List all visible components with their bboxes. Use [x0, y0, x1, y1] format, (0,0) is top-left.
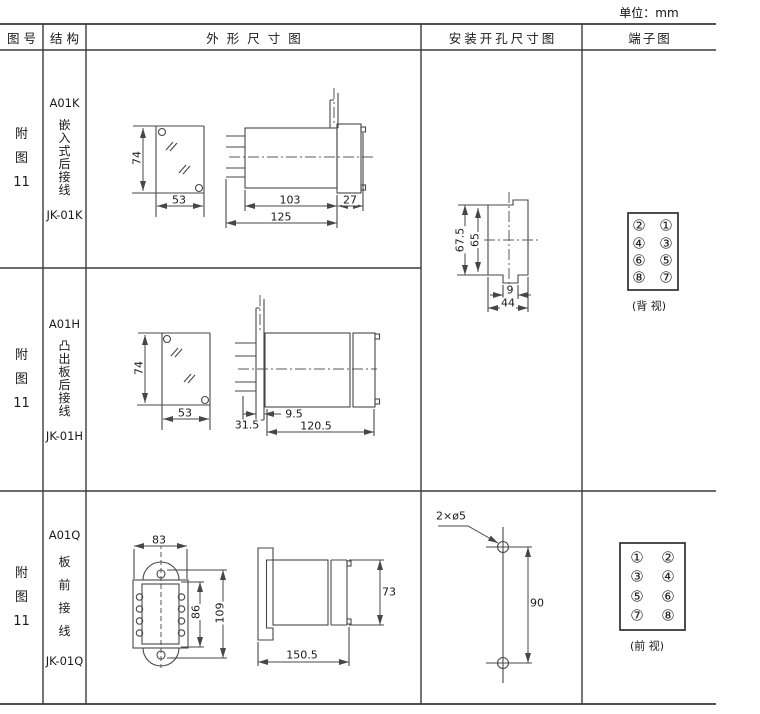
terminal-pin-8: ⑧	[632, 268, 646, 287]
dim-label-150-5: 150.5	[285, 648, 319, 662]
dim-label-53: 53	[171, 193, 187, 207]
structure-row3: A01Q 板前 接线 JK-01Q	[45, 527, 84, 668]
rear-view-label: (背 视)	[631, 299, 667, 313]
dim-label-31-5: 31.5	[233, 418, 261, 432]
dim-label-125: 125	[269, 210, 293, 224]
outline-drawing-a01q	[132, 536, 384, 668]
dim-label-109: 109	[213, 601, 227, 625]
structure-row1: A01K 嵌入 式后 接线 JK-01K	[46, 96, 83, 222]
header-structure: 结构	[49, 30, 83, 46]
terminal-pin-f3: ③	[630, 567, 644, 586]
dim-label-67-5: 67.5	[453, 226, 467, 254]
dim-label-44: 44	[500, 296, 516, 310]
terminal-diagram-front	[619, 542, 686, 631]
install-cutout-drawing	[457, 192, 541, 312]
dim-label-53-2: 53	[177, 406, 193, 420]
terminal-pin-f6: ⑥	[661, 587, 675, 606]
terminal-pin-6: ⑥	[632, 251, 646, 270]
header-fig-no: 图号	[6, 30, 40, 46]
terminal-pin-2: ②	[632, 216, 646, 235]
terminal-diagram-rear	[627, 212, 679, 291]
header-terminal: 端子图	[628, 30, 672, 46]
dim-label-103: 103	[278, 193, 302, 207]
screw-hole-icon	[200, 395, 210, 405]
structure-row2: A01H 凸出 板后 接线 JK-01H	[45, 316, 84, 443]
table-grid	[0, 23, 716, 705]
outline-drawing-a01k	[132, 88, 374, 228]
install-holes-drawing	[438, 525, 532, 683]
terminal-pin-7: ⑦	[659, 268, 673, 287]
outline-drawing-a01h	[137, 295, 381, 436]
dim-label-65: 65	[468, 232, 482, 248]
header-install-dims: 安装开孔尺寸图	[448, 30, 558, 46]
terminal-pin-f1: ①	[630, 548, 644, 567]
terminal-pin-3: ③	[659, 234, 673, 253]
terminal-pin-f4: ④	[661, 567, 675, 586]
hole-note-label: 2×ø5	[435, 509, 467, 523]
screw-hole-icon	[156, 569, 166, 579]
dim-label-73: 73	[381, 585, 397, 599]
terminal-pin-f5: ⑤	[630, 587, 644, 606]
screw-hole-icon	[157, 127, 167, 137]
terminal-pin-f7: ⑦	[630, 606, 644, 625]
dim-label-9-5: 9.5	[284, 407, 304, 421]
header-outline-dims: 外形尺寸图	[206, 30, 309, 46]
front-view-label: (前 视)	[629, 639, 665, 653]
dim-label-86: 86	[189, 604, 203, 620]
dim-label-120-5: 120.5	[299, 419, 333, 433]
terminal-pin-1: ①	[659, 216, 673, 235]
dim-label-83: 83	[151, 533, 167, 547]
dim-label-74: 74	[130, 150, 144, 166]
unit-label: 单位：mm	[619, 5, 679, 20]
screw-hole-icon	[194, 183, 204, 193]
terminal-pin-f2: ②	[661, 548, 675, 567]
screw-hole-icon	[162, 334, 172, 344]
dim-label-9: 9	[505, 283, 515, 297]
terminal-pin-f8: ⑧	[661, 606, 675, 625]
screw-hole-icon	[156, 650, 166, 660]
dim-label-90: 90	[529, 596, 545, 610]
dim-label-74-2: 74	[132, 360, 146, 376]
dim-label-27: 27	[342, 193, 358, 207]
terminal-pin-5: ⑤	[659, 251, 673, 270]
terminal-pin-4: ④	[632, 234, 646, 253]
